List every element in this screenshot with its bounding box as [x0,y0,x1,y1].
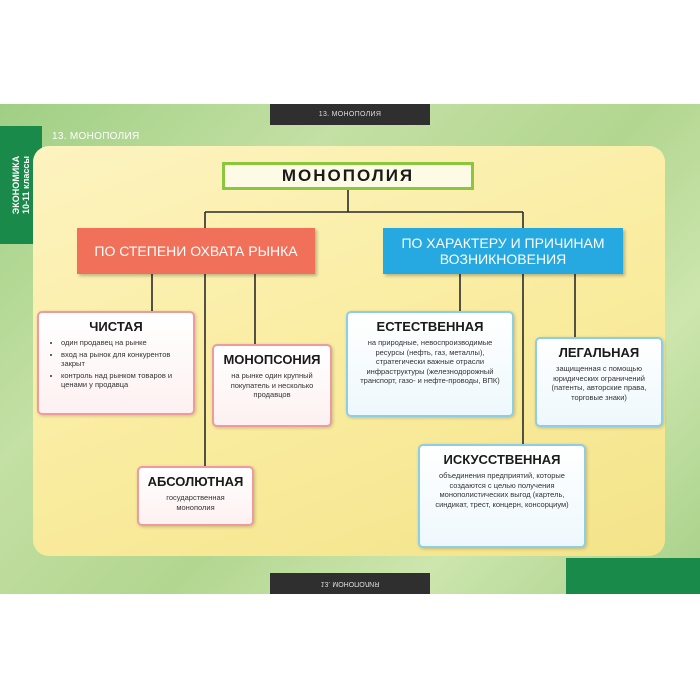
green-corner-band [566,558,700,594]
card-absolute-monopoly: АБСОЛЮТНАЯ государственная монополия [137,466,254,526]
connector-lines [151,190,576,466]
bottom-title-tab: 13. МОНОПОЛИЯ [270,573,430,594]
card-legal-monopoly: ЛЕГАЛЬНАЯ защищенная с помощью юридическ… [535,337,663,427]
card-pure-bullet: вход на рынок для конкурентов закрыт [61,350,185,368]
card-pure-bullets: один продавец на рынке вход на рынок для… [47,338,185,389]
card-artificial-desc: объединения предприятий, которые создают… [435,471,569,509]
card-natural-desc: на природные, невоспроизводимые ресурсы … [360,338,500,385]
card-pure-monopoly: ЧИСТАЯ один продавец на рынке вход на ры… [37,311,195,415]
category-nature-causes: ПО ХАРАКТЕРУ И ПРИЧИНАМ ВОЗНИКНОВЕНИЯ [383,228,623,274]
card-legal-title: ЛЕГАЛЬНАЯ [558,345,640,360]
card-artificial-monopoly: ИСКУССТВЕННАЯ объединения предприятий, к… [418,444,586,548]
top-title-text: 13. МОНОПОЛИЯ [318,111,382,118]
card-pure-bullet: контроль над рынком товаров и ценами у п… [61,371,185,389]
card-absolute-title: АБСОЛЮТНАЯ [147,474,244,489]
bottom-title-text: 13. МОНОПОЛИЯ [320,580,380,587]
card-monopsony: МОНОПСОНИЯ на рынке один крупный покупат… [212,344,332,427]
card-legal-desc: защищенная с помощью юридических огранич… [551,364,647,402]
card-monopsony-desc: на рынке один крупный покупатель и неско… [230,371,314,399]
card-monopsony-title: МОНОПСОНИЯ [223,352,321,367]
poster: 13. МОНОПОЛИЯ ЭКОНОМИКА 10-11 классы 13.… [0,104,700,594]
top-title-tab: 13. МОНОПОЛИЯ [270,104,430,125]
card-natural-title: ЕСТЕСТВЕННАЯ [376,319,484,334]
card-artificial-title: ИСКУССТВЕННАЯ [443,452,561,467]
card-pure-bullet: один продавец на рынке [61,338,185,347]
category-market-coverage: ПО СТЕПЕНИ ОХВАТА РЫНКА [77,228,315,274]
diagram-title: МОНОПОЛИЯ [222,162,474,190]
card-natural-monopoly: ЕСТЕСТВЕННАЯ на природные, невоспроизвод… [346,311,514,417]
card-pure-title: ЧИСТАЯ [89,319,143,334]
card-absolute-desc: государственная монополия [166,493,225,512]
page-label: 13. МОНОПОЛИЯ [52,131,140,142]
